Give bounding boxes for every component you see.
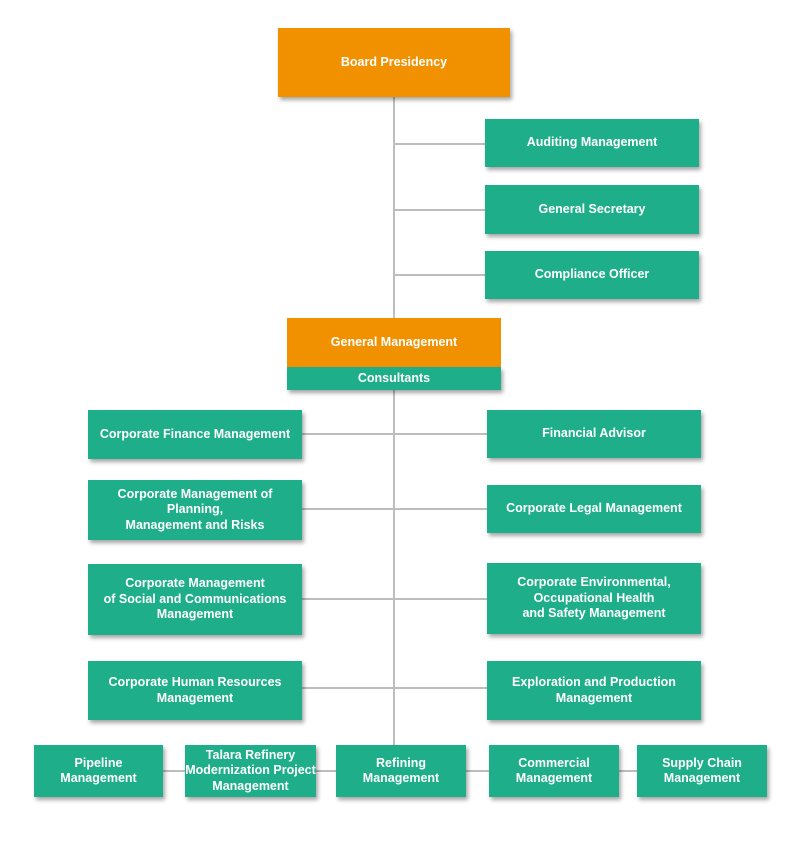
compliance-officer-box: Compliance Officer [485, 251, 699, 299]
pipeline-management-box: Pipeline Management [34, 745, 163, 797]
commercial-management-box: Commercial Management [489, 745, 619, 797]
general-secretary-box: General Secretary [485, 185, 699, 234]
corporate-human-resources-box: Corporate Human Resources Management [88, 661, 302, 720]
corporate-finance-box: Corporate Finance Management [88, 410, 302, 459]
refining-management-box: Refining Management [336, 745, 466, 797]
corporate-environmental-box: Corporate Environmental, Occupational He… [487, 563, 701, 634]
corporate-legal-box: Corporate Legal Management [487, 485, 701, 533]
corporate-social-communications-box: Corporate Management of Social and Commu… [88, 564, 302, 635]
auditing-management-box: Auditing Management [485, 119, 699, 167]
supply-chain-management-box: Supply Chain Management [637, 745, 767, 797]
consultants-box: Consultants [287, 367, 501, 390]
financial-advisor-box: Financial Advisor [487, 410, 701, 458]
talara-refinery-box: Talara Refinery Modernization Project Ma… [185, 745, 316, 797]
corporate-planning-box: Corporate Management of Planning, Manage… [88, 480, 302, 540]
exploration-production-box: Exploration and Production Management [487, 661, 701, 720]
board-presidency-box: Board Presidency [278, 28, 510, 97]
general-management-box: General Management [287, 318, 501, 367]
